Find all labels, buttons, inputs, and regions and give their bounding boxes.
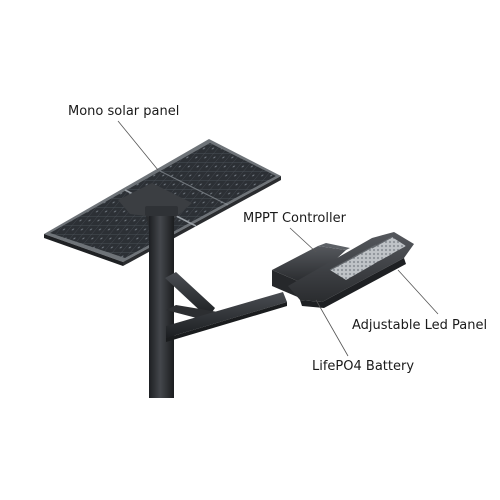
solar-panel-divider-2 [159,170,229,206]
leader-led [397,269,439,315]
led-lamp-head [288,232,414,308]
led-panel-label: Adjustable Led Panel [352,318,488,333]
controller-label: MPPT Controller [243,211,346,226]
pole [145,206,178,398]
leader-lines [117,120,439,357]
leader-solar [117,120,159,171]
solar-panel-edge [44,234,123,266]
battery-label: LifePO4 Battery [312,359,415,374]
leader-controller [289,227,317,253]
solar-panel-label: Mono solar panel [68,104,180,119]
led-module-3 [372,237,406,257]
leader-battery [315,299,349,357]
lamp-arm [165,272,287,342]
